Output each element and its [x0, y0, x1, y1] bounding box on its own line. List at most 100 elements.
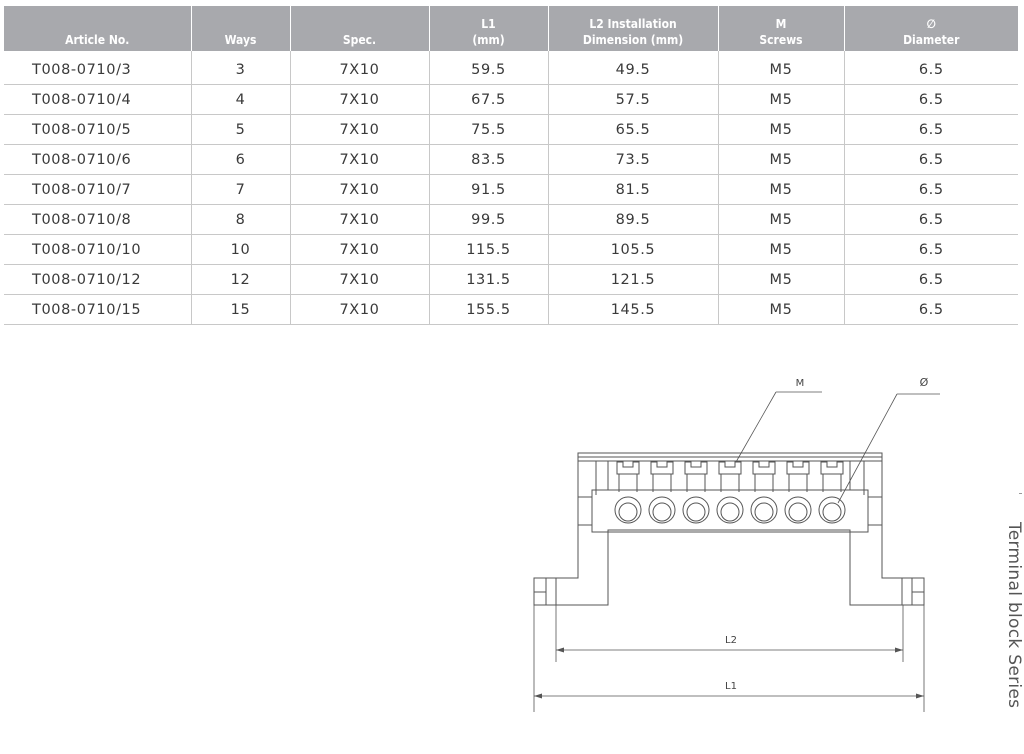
cell-m: M5 [717, 234, 844, 265]
screw-head [616, 461, 640, 475]
cell-m: M5 [717, 84, 844, 115]
header-diameter: ∅ Diameter [843, 6, 1018, 51]
specification-table: Article No. Ways Spec. L1 (mm) L2 Instal… [4, 6, 1018, 325]
screw-terminal [682, 461, 710, 524]
table-header-row: Article No. Ways Spec. L1 (mm) L2 Instal… [4, 6, 1018, 51]
cell-ways: 12 [190, 264, 290, 295]
cell-l1: 75.5 [428, 114, 548, 145]
cell-l2: 49.5 [547, 51, 718, 85]
cell-ways: 4 [190, 84, 290, 115]
cell-diameter: 6.5 [843, 234, 1018, 265]
cell-l2: 145.5 [547, 294, 718, 325]
screw-head [650, 461, 674, 475]
screw-terminal [750, 461, 778, 524]
cell-spec: 7X10 [289, 264, 429, 295]
cell-ways: 8 [190, 204, 290, 235]
cell-l1: 115.5 [428, 234, 548, 265]
cell-article: T008-0710/8 [4, 204, 191, 235]
header-l1: L1 (mm) [428, 6, 548, 51]
header-spec: Spec. [289, 6, 429, 51]
screw-terminal [818, 461, 846, 524]
block-base-outline [533, 452, 925, 606]
series-title: Terminal block Series [1004, 522, 1024, 709]
cell-diameter: 6.5 [843, 294, 1018, 325]
cell-m: M5 [717, 144, 844, 175]
cell-l2: 121.5 [547, 264, 718, 295]
cell-spec: 7X10 [289, 114, 429, 145]
header-article-no: Article No. [4, 6, 191, 51]
brass-bar [591, 489, 869, 533]
leader-line-diameter [837, 393, 898, 504]
screw-head [718, 461, 742, 475]
cell-m: M5 [717, 294, 844, 325]
screw-hole [750, 496, 778, 524]
cell-m: M5 [717, 114, 844, 145]
cell-ways: 7 [190, 174, 290, 205]
screw-terminal [648, 461, 676, 524]
cell-spec: 7X10 [289, 234, 429, 265]
cell-l1: 91.5 [428, 174, 548, 205]
header-m-screws: M Screws [717, 6, 844, 51]
cell-article: T008-0710/7 [4, 174, 191, 205]
screw-hole [682, 496, 710, 524]
leader-line-m [735, 391, 777, 463]
cell-article: T008-0710/15 [4, 294, 191, 325]
cell-l1: 67.5 [428, 84, 548, 115]
cell-article: T008-0710/10 [4, 234, 191, 265]
cell-ways: 10 [190, 234, 290, 265]
cell-l2: 89.5 [547, 204, 718, 235]
cell-l2: 105.5 [547, 234, 718, 265]
screw-head [684, 461, 708, 475]
cell-l1: 99.5 [428, 204, 548, 235]
terminal-block-drawing: M Ø L2 L1 [533, 376, 940, 712]
label-m: M [796, 378, 805, 389]
screw-hole [648, 496, 676, 524]
cell-l2: 81.5 [547, 174, 718, 205]
screw-hole [716, 496, 744, 524]
cell-ways: 15 [190, 294, 290, 325]
screw-array [614, 461, 846, 524]
cell-ways: 5 [190, 114, 290, 145]
cell-diameter: 6.5 [843, 51, 1018, 85]
label-l2: L2 [725, 635, 737, 646]
cell-spec: 7X10 [289, 294, 429, 325]
cell-ways: 6 [190, 144, 290, 175]
header-l2: L2 Installation Dimension (mm) [547, 6, 718, 51]
cell-diameter: 6.5 [843, 174, 1018, 205]
cell-l1: 59.5 [428, 51, 548, 85]
cell-diameter: 6.5 [843, 264, 1018, 295]
cell-l1: 155.5 [428, 294, 548, 325]
cell-spec: 7X10 [289, 51, 429, 85]
cell-l1: 131.5 [428, 264, 548, 295]
cell-m: M5 [717, 174, 844, 205]
label-l1: L1 [725, 681, 737, 692]
screw-terminal [614, 461, 642, 524]
cell-m: M5 [717, 51, 844, 85]
cell-ways: 3 [190, 51, 290, 85]
label-diameter: Ø [920, 376, 929, 389]
cell-article: T008-0710/5 [4, 114, 191, 145]
cell-l2: 57.5 [547, 84, 718, 115]
cell-l1: 83.5 [428, 144, 548, 175]
screw-head [786, 461, 810, 475]
screw-hole [818, 496, 846, 524]
screw-hole [614, 496, 642, 524]
cell-spec: 7X10 [289, 204, 429, 235]
cell-article: T008-0710/12 [4, 264, 191, 295]
cell-diameter: 6.5 [843, 84, 1018, 115]
cell-spec: 7X10 [289, 144, 429, 175]
cell-l2: 73.5 [547, 144, 718, 175]
header-ways: Ways [190, 6, 290, 51]
cell-l2: 65.5 [547, 114, 718, 145]
screw-head [820, 461, 844, 475]
screw-terminal [784, 461, 812, 524]
